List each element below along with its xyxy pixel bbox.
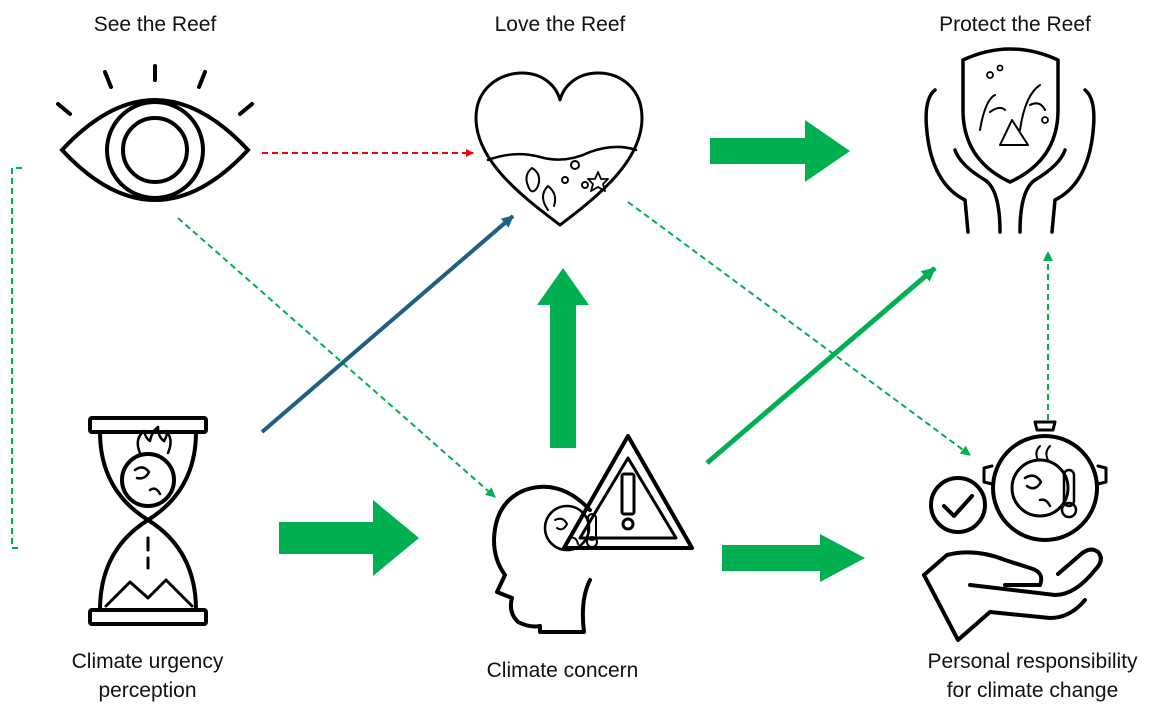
node-label-see-the-reef: See the Reef — [93, 13, 217, 36]
edge-urgency-to-concern — [279, 500, 419, 576]
hourglass-burning-earth-icon — [88, 416, 208, 626]
edge-concern-to-love — [537, 268, 589, 448]
edge-see-to-urgency-bracket — [11, 167, 22, 549]
node-label-love-the-reef: Love the Reef — [494, 13, 626, 36]
edge-concern-to-responsibility — [722, 534, 865, 582]
label-line-1: Climate urgency — [71, 650, 224, 673]
edge-love-to-protect — [710, 120, 850, 182]
edge-love-to-responsibility — [627, 201, 971, 456]
eye-icon — [56, 64, 254, 202]
edge-concern-to-protect — [705, 266, 937, 465]
head-warning-triangle-icon — [492, 434, 694, 634]
edge-see-to-concern — [177, 217, 496, 498]
node-label-personal-responsibility: Personal responsibility for climate chan… — [895, 647, 1170, 705]
hand-gear-thermometer-icon — [922, 420, 1108, 642]
node-label-climate-concern: Climate concern — [486, 659, 639, 682]
heart-reef-icon — [474, 71, 644, 227]
label-line-2: for climate change — [946, 679, 1119, 702]
label-line-1: Personal responsibility — [927, 650, 1138, 673]
hands-holding-reef-shield-icon — [924, 47, 1096, 234]
edge-urgency-to-love — [260, 214, 515, 434]
node-label-climate-urgency-perception: Climate urgency perception — [20, 647, 275, 705]
node-label-protect-the-reef: Protect the Reef — [939, 13, 1091, 36]
label-line-2: perception — [98, 679, 197, 702]
